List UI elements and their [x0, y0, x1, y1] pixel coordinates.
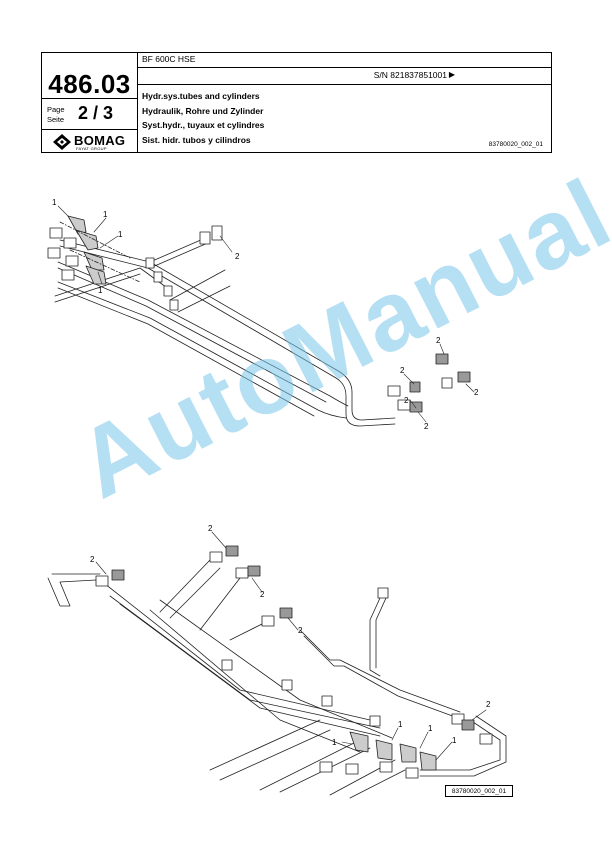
title-block: Hydr.sys.tubes and cylinders Hydraulik, … [142, 89, 264, 147]
callout-item-2: 2 [404, 396, 409, 405]
callout-item-2: 2 [400, 366, 405, 375]
callout-item-2: 2 [90, 555, 95, 564]
callout-item-2: 2 [486, 700, 491, 709]
leader-lines [57, 205, 487, 761]
figure-reference: 83780020_002_01 [445, 785, 513, 797]
model-name: BF 600C HSE [142, 54, 196, 64]
callout-item-2: 2 [298, 626, 303, 635]
logo-text: BOMAG [74, 133, 126, 148]
serial-number: S/N 821837851001 [373, 70, 447, 80]
callout-item-1: 1 [452, 736, 457, 745]
document-id: 83780020_002_01 [488, 141, 543, 148]
callout-item-1: 1 [118, 230, 123, 239]
title-es: Sist. hidr. tubos y cilindros [142, 134, 251, 145]
divider [137, 53, 138, 152]
lower-tube-bundle [47, 545, 507, 799]
logo-subtext: FAYAT GROUP [76, 146, 107, 151]
play-arrow-icon: ▶ [448, 70, 455, 79]
header-block: 486.03 Page Seite 2 / 3 BOMAG FAYAT GROU… [41, 52, 552, 153]
title-en: Hydr.sys.tubes and cylinders [142, 91, 260, 101]
callout-item-1: 1 [332, 738, 337, 747]
bomag-logo: BOMAG FAYAT GROUP [52, 133, 132, 151]
callout-item-2: 2 [474, 388, 479, 397]
bomag-logo-icon [53, 134, 71, 150]
callout-item-2: 2 [424, 422, 429, 431]
callout-item-1: 1 [103, 210, 108, 219]
title-de: Hydraulik, Rohre und Zylinder [142, 105, 264, 116]
divider [42, 98, 137, 99]
callout-item-2: 2 [208, 524, 213, 533]
divider [42, 129, 137, 130]
page-label-en: Page [47, 105, 65, 114]
page-label: Page Seite [47, 105, 65, 125]
section-number: 486.03 [48, 69, 131, 99]
divider [137, 84, 551, 85]
callout-item-2: 2 [260, 590, 265, 599]
divider [137, 67, 551, 68]
title-fr: Syst.hydr., tuyaux et cylindres [142, 120, 265, 130]
callout-item-2: 2 [436, 336, 441, 345]
callout-item-1: 1 [52, 198, 57, 207]
callout-item-1: 1 [398, 720, 403, 729]
page-number: 2 / 3 [78, 103, 114, 123]
callout-item-1: 1 [428, 724, 433, 733]
page-label-de: Seite [47, 115, 65, 124]
callout-item-2: 2 [235, 252, 240, 261]
upper-tube-bundle [47, 215, 471, 427]
callout-item-1: 1 [98, 286, 103, 295]
